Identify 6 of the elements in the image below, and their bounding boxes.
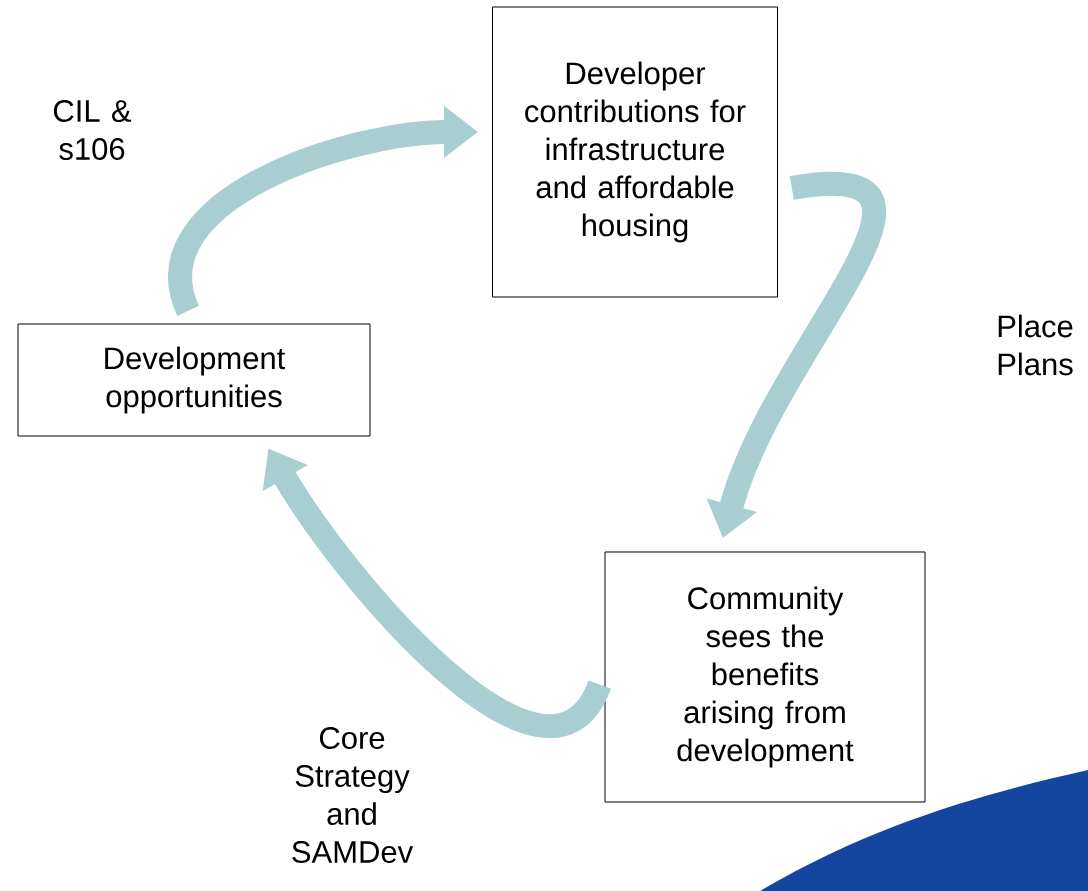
- text-box: Development opportunities: [17, 323, 371, 437]
- edge-label: CIL & s106: [53, 100, 132, 160]
- text-box: Developer contributions for infrastructure and affordable housing: [492, 6, 778, 298]
- text-box: Community sees the benefits arising from development: [604, 551, 926, 803]
- edge-label: Place Plans: [998, 314, 1073, 376]
- edge-label: Core Strategy and SAMDev: [292, 727, 414, 863]
